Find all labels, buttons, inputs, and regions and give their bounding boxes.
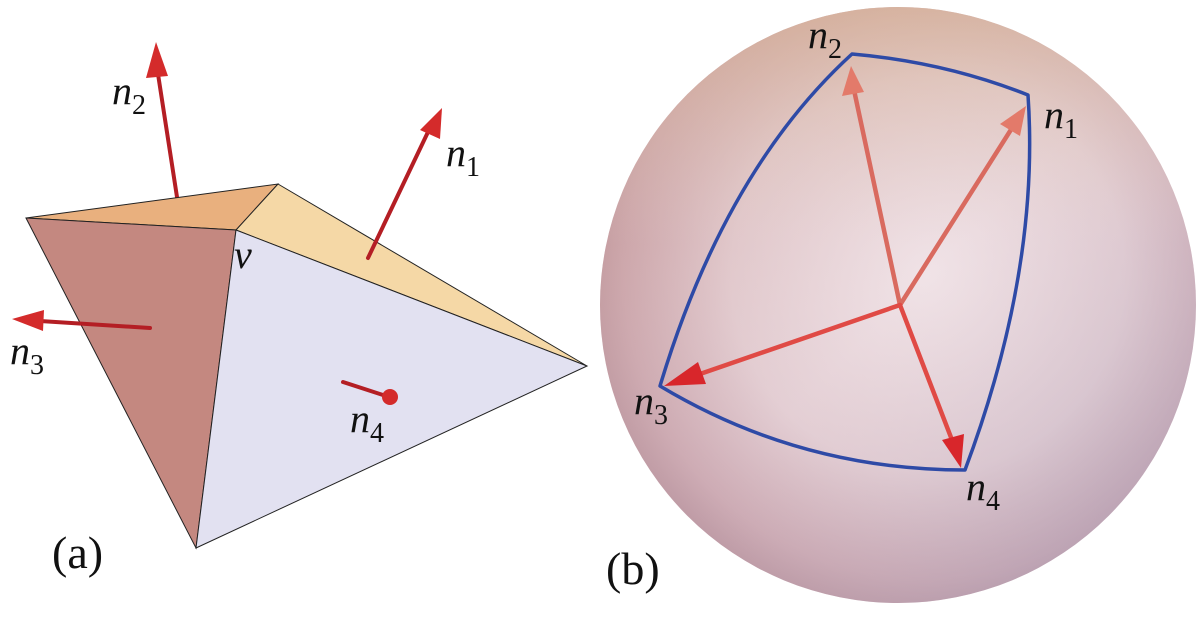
spherical-polygon <box>658 52 1032 472</box>
sphere-arrow-n3 <box>664 302 903 386</box>
sphere-arrow-n1 <box>897 106 1026 308</box>
face-front <box>195 229 589 549</box>
panel-a: v n1 n2 n3 n4 (a) <box>10 42 589 578</box>
normal-arrow-n3 <box>12 310 152 331</box>
normal-arrow-n4 <box>341 380 398 405</box>
sphere-label-n4: n4 <box>966 464 1000 517</box>
caption-a: (a) <box>52 527 103 578</box>
vertex-label-v: v <box>234 232 252 277</box>
sphere-arrow-n4 <box>897 302 964 468</box>
normal-arrow-n2 <box>146 42 181 212</box>
sphere-arrow-n2 <box>842 66 903 308</box>
sphere-label-n1: n1 <box>1044 92 1078 145</box>
normal-label-n3: n3 <box>10 328 44 381</box>
sphere-label-n3: n3 <box>634 378 668 431</box>
sphere-label-n2: n2 <box>808 12 842 65</box>
caption-b: (b) <box>606 543 660 594</box>
panel-b: n1 n2 n3 n4 (b) <box>600 7 1196 603</box>
normal-label-n2: n2 <box>112 68 146 121</box>
normal-label-n4: n4 <box>350 396 384 449</box>
normal-label-n1: n1 <box>446 130 480 183</box>
normal-arrow-n1 <box>366 108 442 260</box>
